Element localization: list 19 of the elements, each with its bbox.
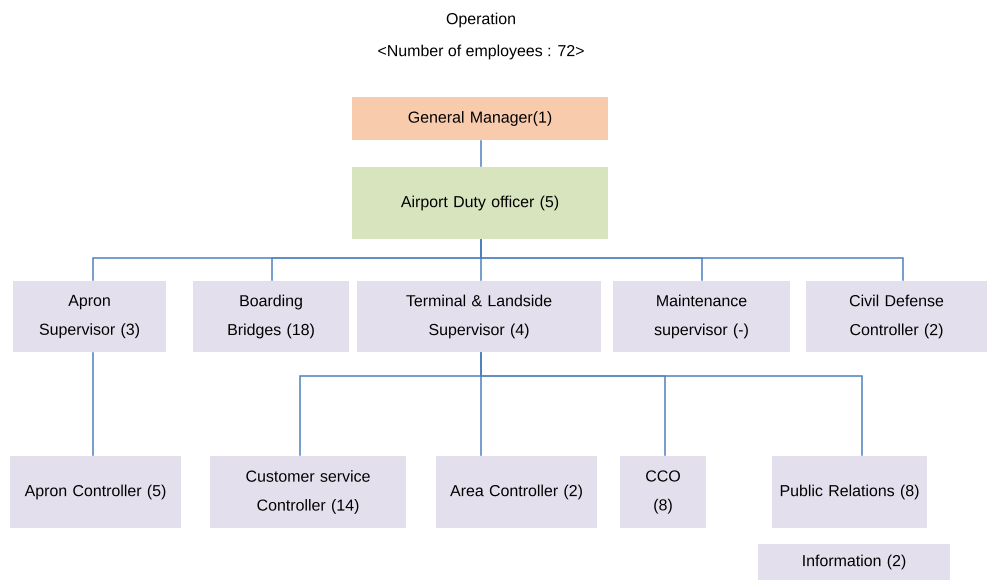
connector-line <box>480 140 482 167</box>
title: Operation <box>446 12 515 28</box>
org-box: Area Controller (2) <box>436 456 597 528</box>
org-box: Customer service Controller (14) <box>210 456 406 528</box>
org-box: Maintenance supervisor (-) <box>613 281 790 352</box>
connector-line <box>92 352 94 456</box>
org-box: Terminal & Landside Supervisor (4) <box>357 281 601 352</box>
org-box: Apron Controller (5) <box>10 456 181 528</box>
org-box: General Manager(1) <box>352 97 608 140</box>
org-box: Public Relations (8) <box>772 456 927 528</box>
org-box: CCO (8) <box>620 456 706 528</box>
org-box: Apron Supervisor (3) <box>13 281 166 352</box>
connector-line <box>480 352 863 456</box>
org-box: Boarding Bridges (18) <box>193 281 349 352</box>
org-box: Information (2) <box>758 544 950 580</box>
subtitle: <Number of employees : 72> <box>378 44 584 60</box>
org-box: Airport Duty officer (5) <box>352 167 608 239</box>
connector-line <box>480 239 904 281</box>
org-box: Civil Defense Controller (2) <box>806 281 987 352</box>
